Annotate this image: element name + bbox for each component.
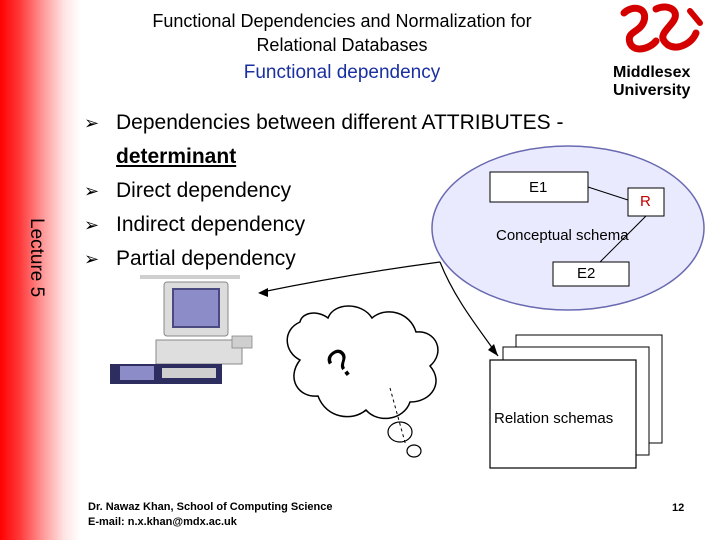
e1-label: E1: [529, 179, 548, 196]
thought-bubble-large: [387, 421, 413, 443]
thought-dash-line: [389, 387, 407, 447]
relation-page-front: [489, 359, 637, 469]
slide-title-line2: Relational Databases: [256, 35, 428, 55]
university-name-line1: Middlesex: [613, 64, 691, 81]
red-gradient-sidebar: [0, 0, 80, 540]
bullet-item: ➢ Dependencies between different ATTRIBU…: [84, 106, 644, 174]
bullet-item: ➢ Partial dependency: [84, 242, 644, 276]
bullet-text: Indirect dependency: [116, 213, 306, 236]
feedback-arrow: [261, 261, 441, 293]
arrow-bullet-icon: ➢: [84, 249, 100, 269]
r-e2-connector: [599, 215, 647, 263]
lecture-label: Lecture 5: [26, 218, 47, 298]
author-email: E-mail: n.x.khan@mdx.ac.uk: [88, 516, 237, 528]
e1-entity-box: [489, 171, 589, 203]
bullet-item: ➢ Indirect dependency: [84, 208, 644, 242]
r-label: R: [640, 193, 651, 210]
r-relationship-box: [627, 187, 665, 217]
author-footer: Dr. Nawaz Khan, School of Computing Scie…: [88, 500, 332, 530]
bullet-list: ➢ Dependencies between different ATTRIBU…: [84, 106, 644, 276]
slide-subtitle: Functional dependency: [243, 62, 441, 83]
e2-label: E2: [577, 265, 596, 282]
page-number: 12: [672, 502, 685, 514]
e2-entity-box: [552, 261, 630, 287]
bullet-text: Dependencies between different ATTRIBUTE…: [116, 111, 564, 134]
author-name: Dr. Nawaz Khan, School of Computing Scie…: [88, 501, 333, 513]
arrow-bullet-icon: ➢: [84, 113, 100, 133]
arrow-bullet-icon: ➢: [84, 181, 100, 201]
university-name: Middlesex University: [613, 64, 690, 100]
university-name-line2: University: [613, 82, 691, 99]
bullet-text: Direct dependency: [116, 179, 292, 202]
slide-title-line1: Functional Dependencies and Normalizatio…: [152, 11, 532, 31]
conceptual-schema-label: Conceptual schema: [496, 227, 629, 244]
e1-r-connector: [587, 186, 629, 201]
bullet-continuation: determinant: [116, 145, 237, 168]
computer-icon: [110, 275, 253, 384]
thought-bubble-small: [406, 444, 422, 458]
relation-schemas-label: Relation schemas: [494, 410, 614, 427]
bullet-text: Partial dependency: [116, 247, 296, 270]
slide-title: Functional Dependencies and Normalizatio…: [82, 9, 602, 57]
thought-cloud-icon: [286, 305, 439, 420]
arrow-bullet-icon: ➢: [84, 215, 100, 235]
middlesex-swirl-logo: [620, 3, 703, 53]
bullet-item: ➢ Direct dependency: [84, 174, 644, 208]
